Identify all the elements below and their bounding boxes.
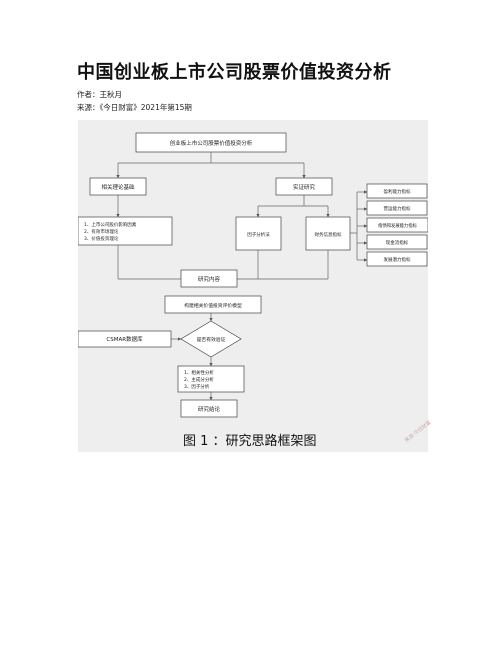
indicator-1-label: 盈利能力指标	[384, 188, 411, 195]
node-decision-diamond	[180, 320, 242, 358]
analysis-item-2: 2、主成分分析	[184, 376, 214, 383]
node-indicator-5-box	[366, 251, 428, 267]
node-theory-box	[89, 177, 147, 196]
node-content-box	[180, 269, 238, 288]
node-theory-items-box	[78, 216, 173, 246]
node-content-label: 研究内容	[198, 275, 221, 283]
analysis-item-1: 1、相关性分析	[184, 369, 214, 376]
node-factor-label: 因子分析法	[247, 231, 270, 238]
node-indicator-4-box	[366, 234, 428, 250]
node-decision-label: 是否有效验证	[197, 336, 226, 343]
indicator-2-label: 营运能力指标	[384, 205, 411, 212]
node-financial-indicators-box	[305, 216, 351, 251]
node-top-box	[135, 132, 287, 153]
node-model-box	[164, 295, 262, 314]
node-indicator-1-box	[366, 183, 428, 199]
node-top-label: 创业板上市公司股票价值投资分析	[170, 139, 253, 147]
node-empirical-box	[275, 177, 333, 196]
node-csmar-label: CSMAR数据库	[106, 335, 143, 343]
node-analysis-items-box	[177, 365, 245, 393]
indicator-4-label: 现金流指标	[386, 239, 409, 246]
analysis-item-3: 3、因子分析	[184, 383, 210, 390]
node-indicator-3-box	[366, 217, 428, 233]
node-conclusion-box	[180, 399, 238, 418]
research-framework-figure: 创业板上市公司股票价值投资分析 相关理论基础 实证研究 1、上市公司股价影响因素…	[78, 120, 428, 452]
node-financial-indicators-label: 财务信息指标	[315, 231, 342, 238]
article-title: 中国创业板上市公司股票价值投资分析	[77, 62, 392, 83]
node-factor-box	[235, 216, 282, 251]
author-line: 作者：王秋月	[77, 90, 122, 99]
node-indicator-2-box	[366, 200, 428, 216]
theory-item-3: 3、价值投资理论	[84, 235, 119, 242]
theory-item-2: 2、有效市场理论	[84, 228, 119, 235]
node-conclusion-label: 研究结论	[198, 405, 221, 413]
flowchart-diagram: 创业板上市公司股票价值投资分析 相关理论基础 实证研究 1、上市公司股价影响因素…	[78, 132, 428, 418]
node-model-label: 构建相关价值投资评价模型	[184, 302, 242, 309]
node-csmar-box	[78, 330, 172, 348]
connector-lines	[116, 152, 368, 401]
figure-caption: 图 1 ：研究思路框架图	[183, 434, 317, 449]
indicator-5-label: 发展潜力指标	[384, 256, 411, 263]
theory-item-1: 1、上市公司股价影响因素	[84, 221, 137, 228]
node-empirical-label: 实证研究	[293, 183, 316, 191]
source-line: 来源：《今日财富》2021年第15期	[77, 103, 192, 112]
indicator-3-label: 偿债和发展能力指标	[378, 222, 417, 229]
node-theory-label: 相关理论基础	[101, 183, 135, 191]
